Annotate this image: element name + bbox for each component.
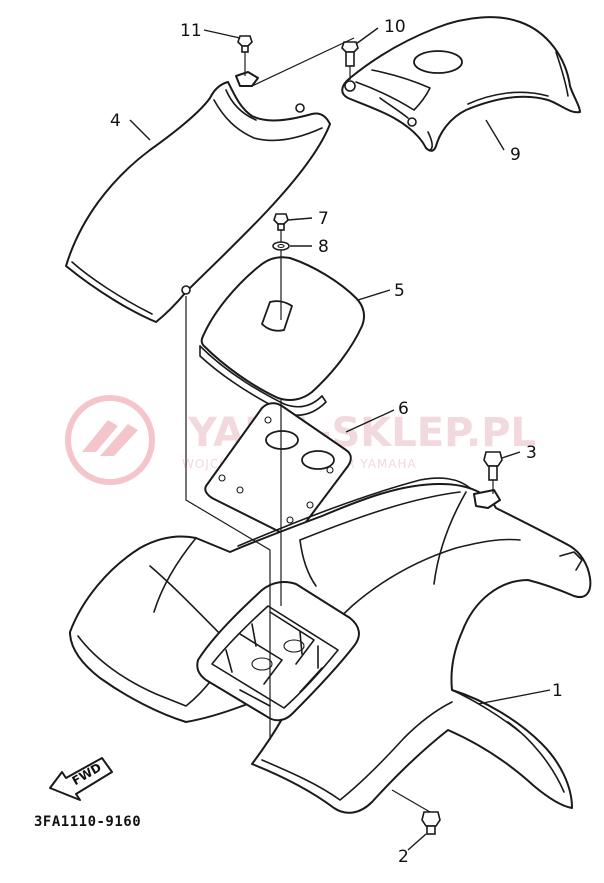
fwd-arrow: FWD bbox=[49, 757, 113, 801]
fastener-7 bbox=[273, 213, 289, 231]
fastener-11 bbox=[237, 35, 253, 53]
part-1-rear-fender bbox=[69, 477, 592, 814]
watermark-logo-mark-icon bbox=[82, 420, 138, 456]
drawing-code: 3FA1110-9160 bbox=[34, 814, 141, 830]
callout-3: 3 bbox=[526, 443, 537, 463]
callout-4: 4 bbox=[110, 111, 121, 131]
washer-8 bbox=[272, 241, 290, 251]
callout-2: 2 bbox=[398, 847, 409, 867]
fastener-10 bbox=[341, 41, 359, 67]
callout-11: 11 bbox=[180, 21, 202, 41]
leader-lines bbox=[129, 27, 551, 851]
callout-labels: 11 10 4 9 7 8 5 6 3 1 2 bbox=[110, 17, 563, 867]
part-4-front-cover bbox=[65, 71, 331, 323]
part-9-rear-cover bbox=[341, 16, 581, 152]
callout-8: 8 bbox=[318, 237, 329, 257]
forward-arrow-icon bbox=[49, 757, 113, 801]
assembly-lines bbox=[185, 37, 494, 813]
fastener-3 bbox=[483, 451, 503, 481]
callout-9: 9 bbox=[510, 145, 521, 165]
part-5-lid bbox=[199, 256, 365, 417]
callout-5: 5 bbox=[394, 281, 405, 301]
callout-6: 6 bbox=[398, 399, 409, 419]
part-6-plate bbox=[204, 402, 352, 536]
fastener-2 bbox=[421, 811, 441, 835]
watermark-logo-icon bbox=[65, 395, 155, 485]
callout-1: 1 bbox=[552, 681, 563, 701]
callout-7: 7 bbox=[318, 209, 329, 229]
callout-10: 10 bbox=[384, 17, 406, 37]
fasteners bbox=[237, 35, 503, 835]
